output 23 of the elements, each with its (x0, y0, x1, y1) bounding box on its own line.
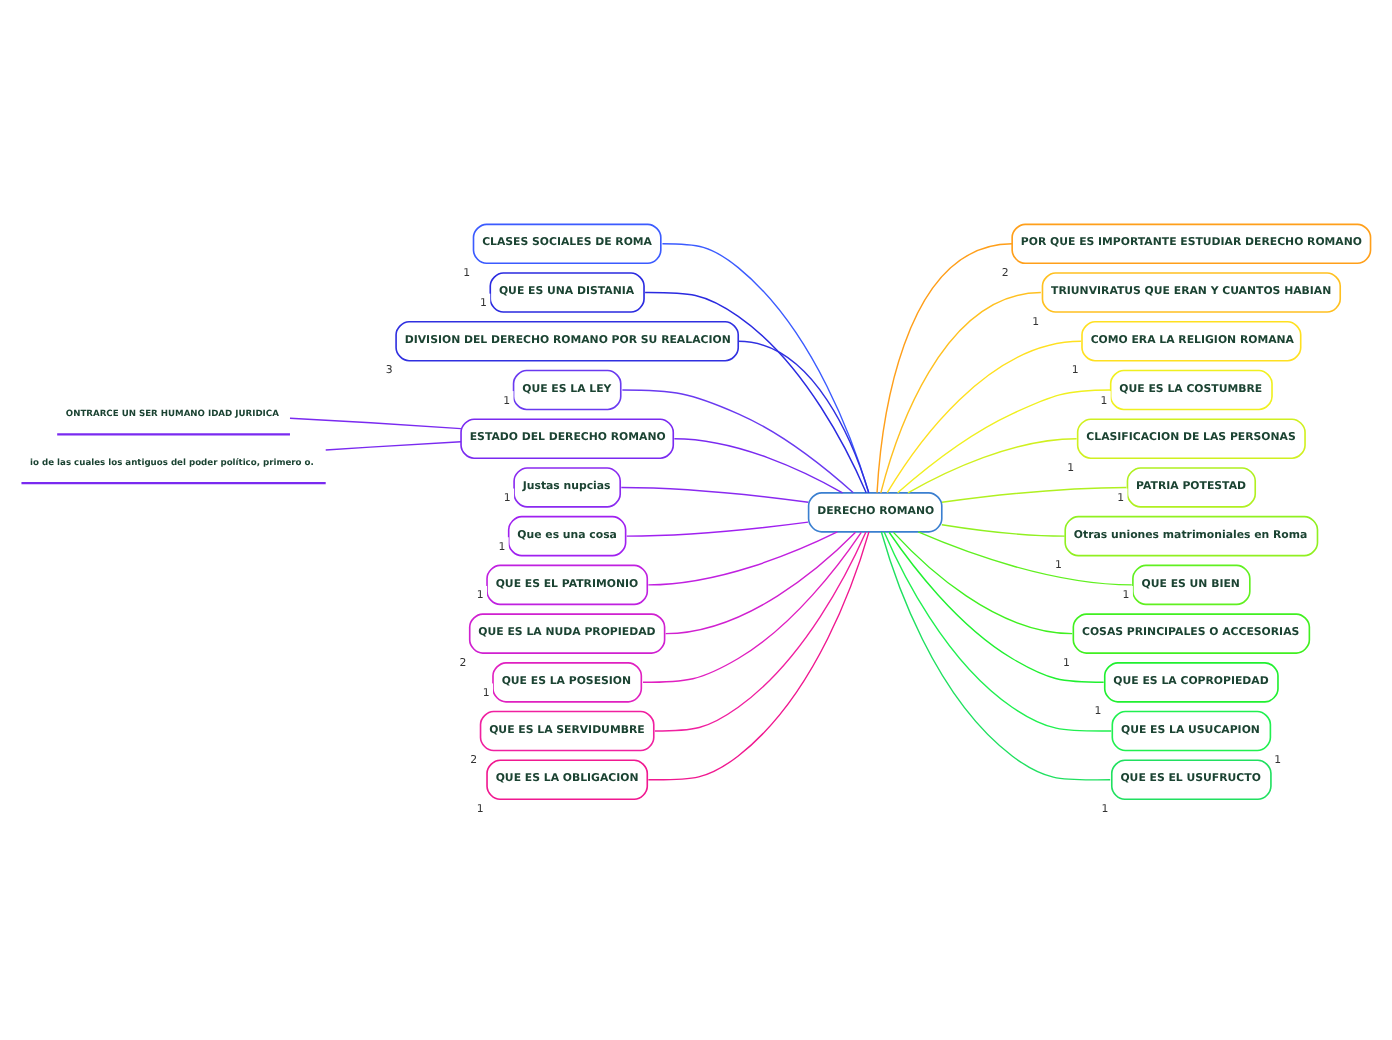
connector (289, 416, 462, 429)
connector (647, 530, 839, 585)
connector (737, 339, 870, 493)
connector (880, 530, 1111, 780)
connector (673, 437, 844, 493)
connector (888, 530, 1105, 683)
connector (661, 242, 870, 493)
connector (917, 530, 1133, 585)
connector (644, 290, 867, 493)
connector (664, 530, 857, 634)
connector (654, 530, 867, 731)
connector (883, 530, 1112, 731)
connector (647, 530, 870, 780)
connector (892, 530, 1073, 634)
connector (642, 530, 862, 683)
connector (941, 523, 1066, 536)
connector (907, 437, 1078, 493)
connector (941, 485, 1128, 502)
connector (325, 440, 462, 450)
connector (876, 242, 1013, 493)
connector (621, 388, 854, 493)
connector (626, 520, 809, 536)
connector (620, 485, 809, 502)
